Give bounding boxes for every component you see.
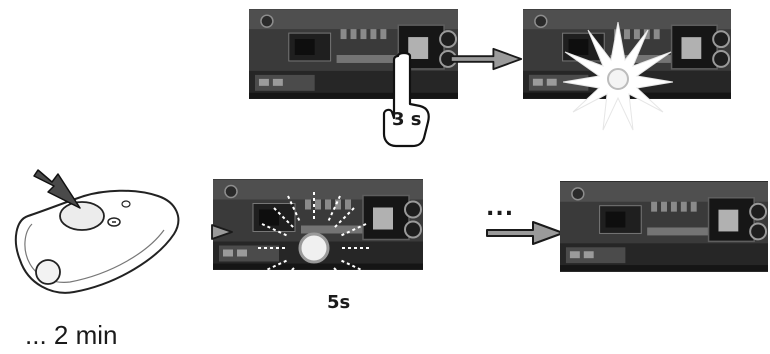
board-photo-final [560, 181, 768, 272]
blink-duration-label: 5s [327, 292, 351, 313]
led-flash-icon [563, 22, 673, 132]
finger-press-icon [378, 52, 434, 148]
arrow-right-icon [485, 221, 565, 245]
arrow-right-icon [210, 221, 236, 243]
press-duration-label: 3 s [392, 109, 422, 130]
led-flash-icon [256, 190, 372, 306]
board-photo-press [249, 9, 458, 99]
remote-control-icon [8, 160, 188, 300]
continuation-dots: ... [486, 196, 515, 221]
wait-time-caption: ... 2 min [25, 320, 118, 350]
circuit-board-photo [560, 181, 768, 272]
arrow-right-icon [449, 47, 523, 71]
